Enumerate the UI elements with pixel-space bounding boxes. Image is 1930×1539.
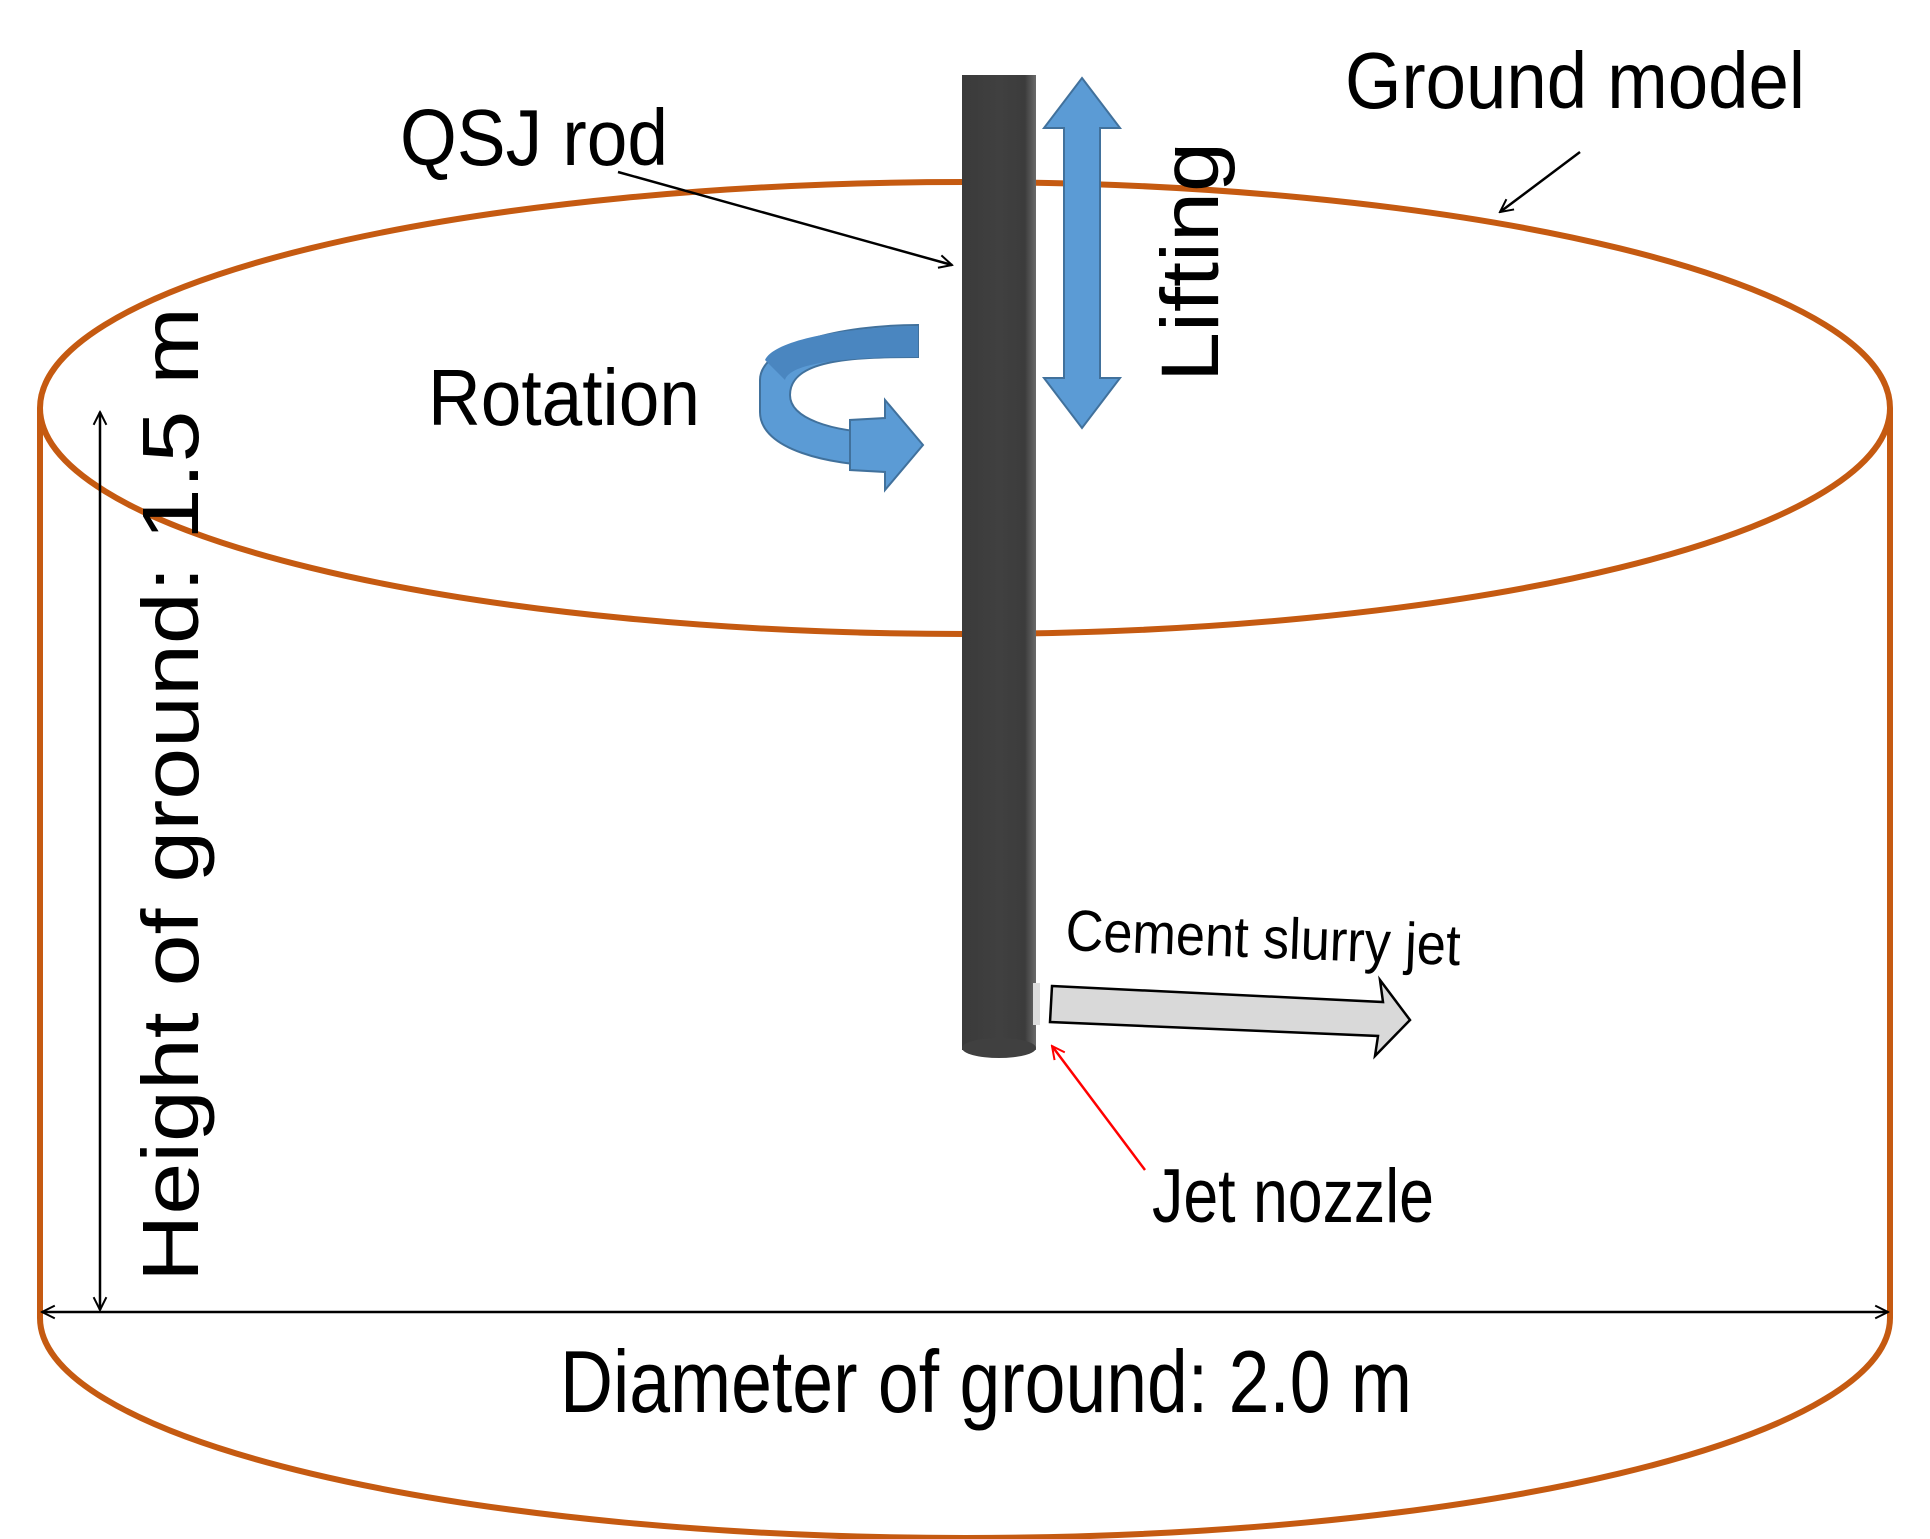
jet-nozzle-label: Jet nozzle	[1152, 1154, 1434, 1239]
lifting-label: Lifting	[1145, 142, 1236, 382]
qsj-rod-pointer	[617, 170, 952, 265]
diameter-label: Diameter of ground: 2.0 m	[560, 1332, 1412, 1431]
rotation-label: Rotation	[428, 353, 700, 442]
ground-model-pointer	[1500, 151, 1581, 212]
lifting-arrow-icon	[1041, 76, 1123, 430]
rotation-arrow-icon	[759, 323, 925, 493]
cement-slurry-jet-label: Cement slurry jet	[1065, 898, 1462, 978]
jet-nozzle-marker	[1033, 983, 1040, 1025]
height-label: Height of ground: 1.5 m	[126, 307, 215, 1282]
qsj-rod-label: QSJ rod	[400, 93, 668, 182]
cylinder-bottom-arc	[37, 1317, 1893, 1539]
qsj-rod	[962, 75, 1036, 1058]
jet-nozzle-pointer	[1052, 1046, 1146, 1171]
cement-jet-arrow-icon	[1048, 975, 1412, 1060]
ground-model-label: Ground model	[1345, 36, 1805, 125]
